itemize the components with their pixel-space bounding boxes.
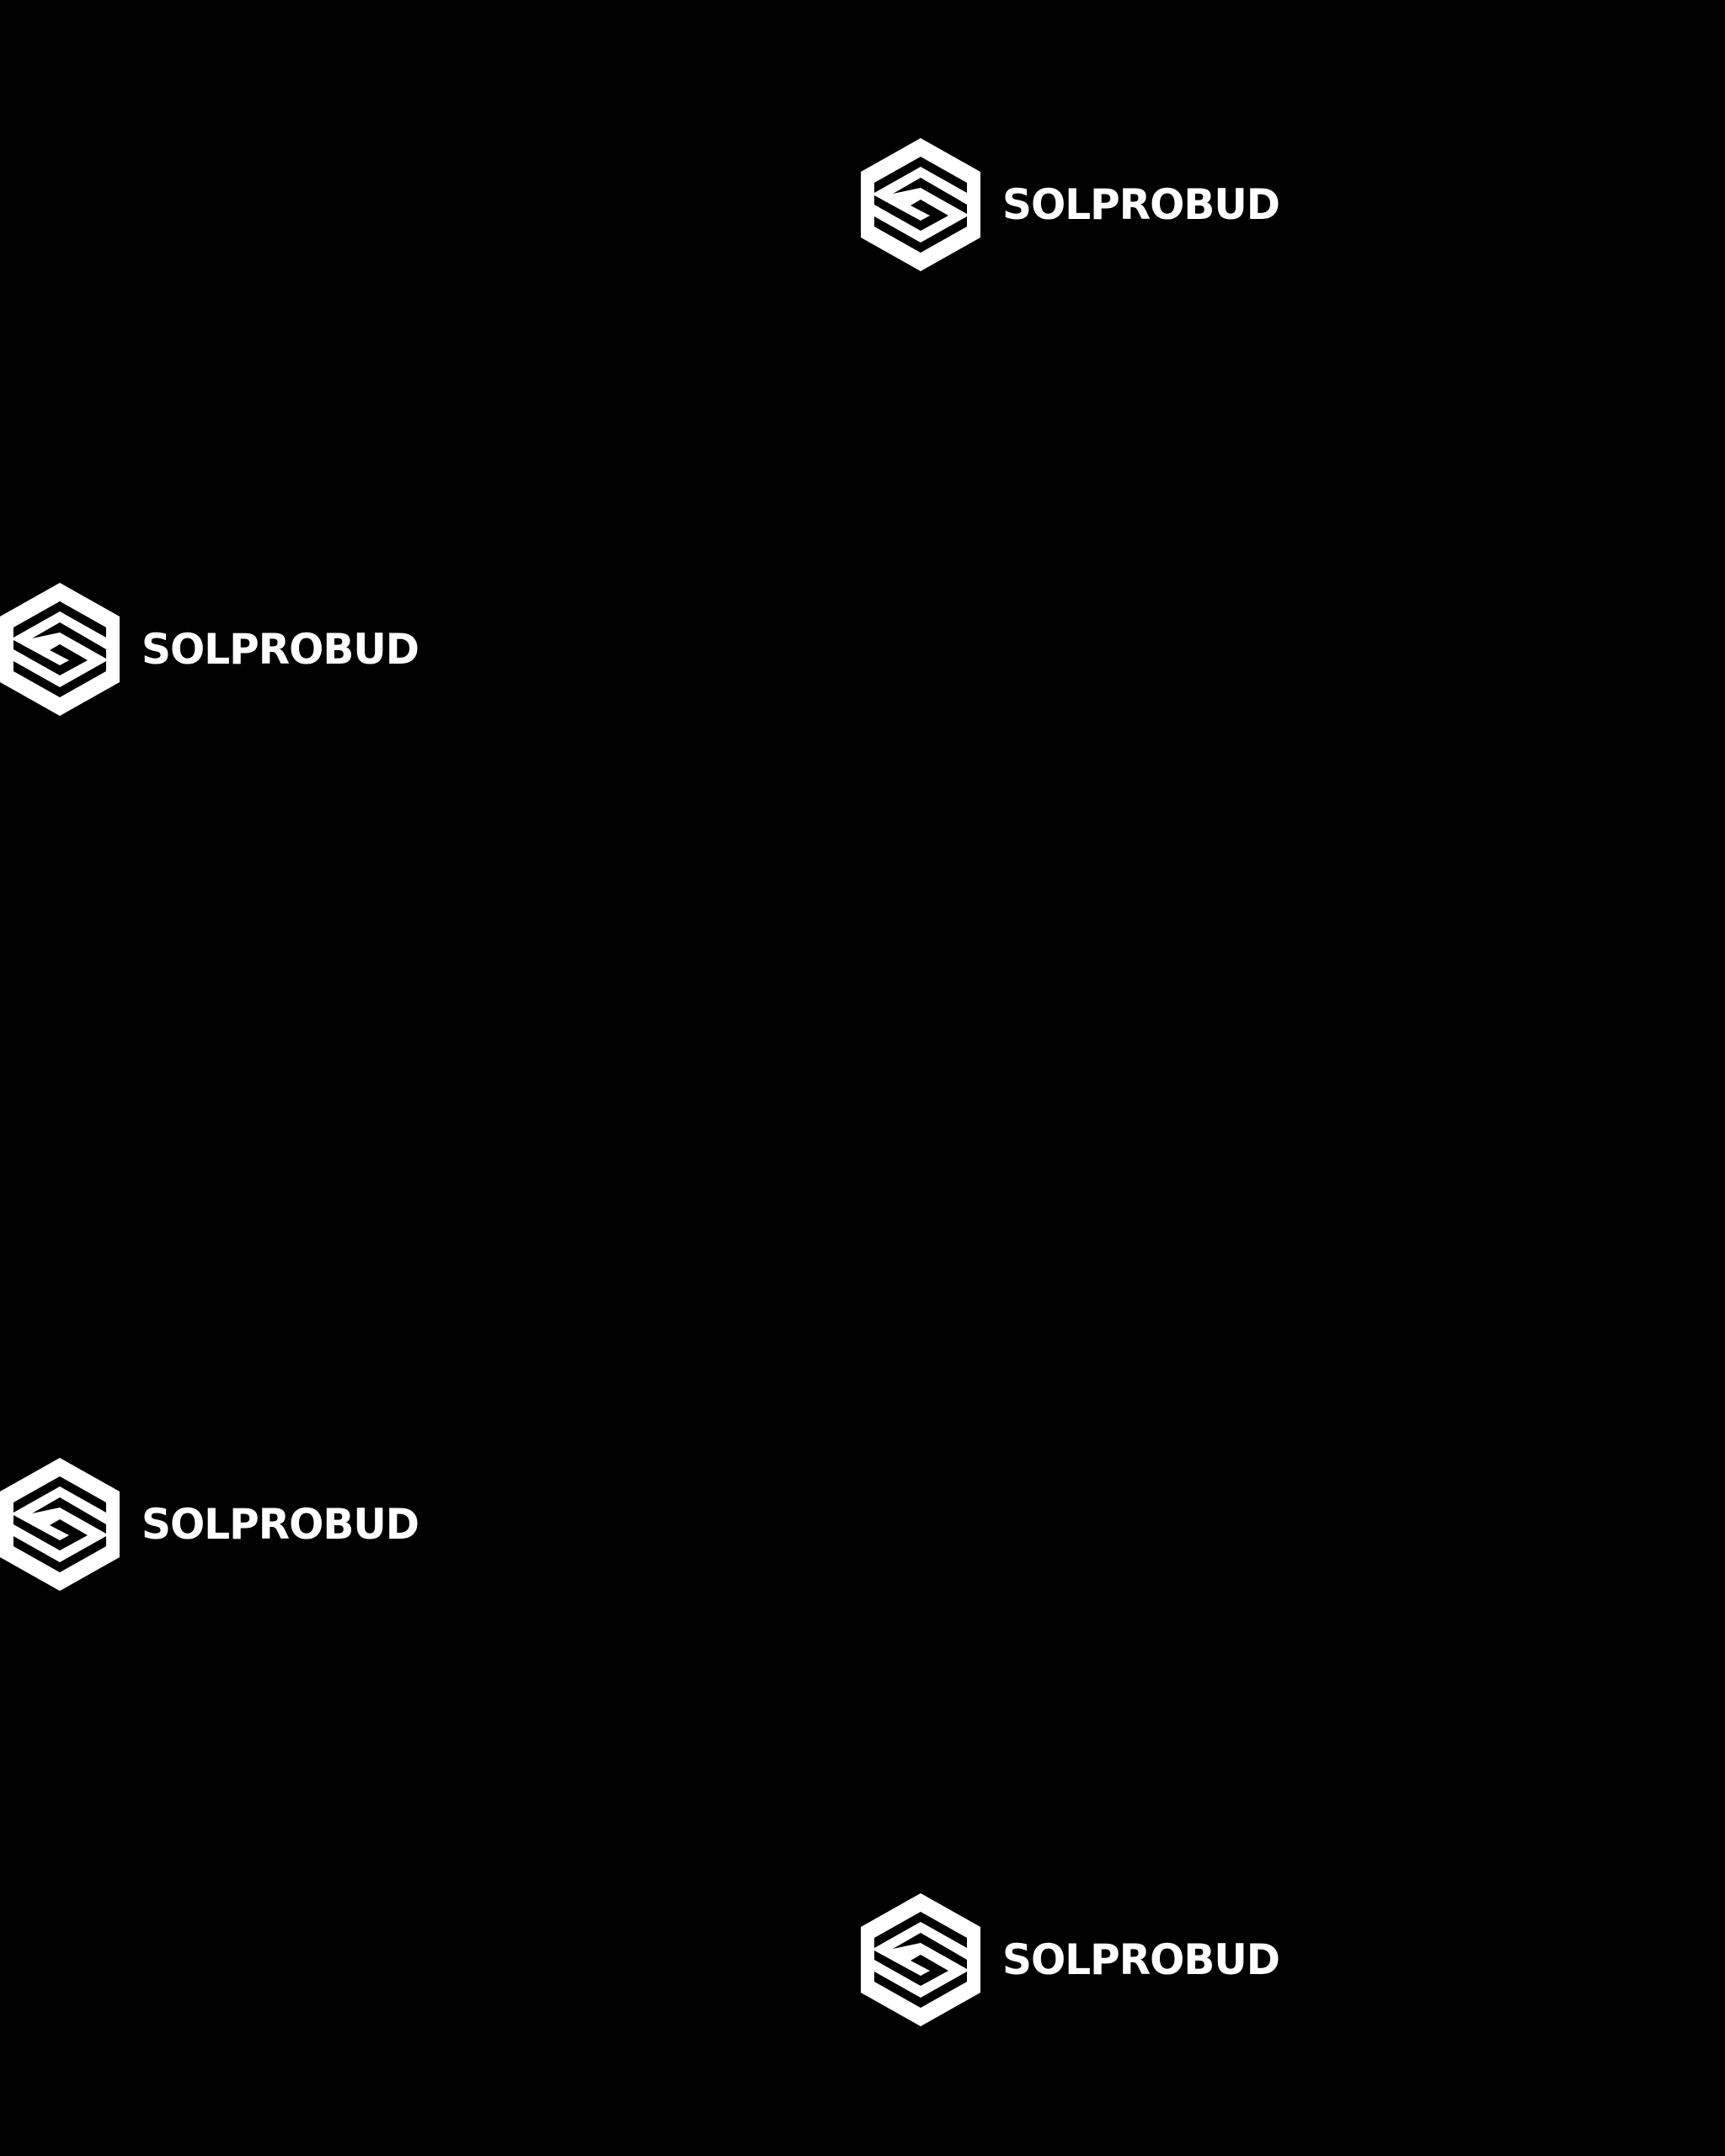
hexagon-s-logo-icon bbox=[0, 1458, 120, 1591]
solprobud-logo: SOLPROBUD bbox=[0, 583, 427, 716]
logo-wordmark: SOLPROBUD bbox=[1002, 180, 1280, 229]
hexagon-s-logo-icon bbox=[861, 138, 980, 271]
hexagon-s-logo-icon bbox=[861, 1893, 980, 2026]
logo-wordmark: SOLPROBUD bbox=[142, 1500, 419, 1549]
logo-wordmark: SOLPROBUD bbox=[1002, 1935, 1280, 1984]
hexagon-s-logo-icon bbox=[0, 583, 120, 716]
solprobud-logo: SOLPROBUD bbox=[861, 1893, 1288, 2026]
logo-wordmark: SOLPROBUD bbox=[142, 625, 419, 674]
solprobud-logo: SOLPROBUD bbox=[0, 1458, 427, 1591]
solprobud-logo: SOLPROBUD bbox=[861, 138, 1288, 271]
